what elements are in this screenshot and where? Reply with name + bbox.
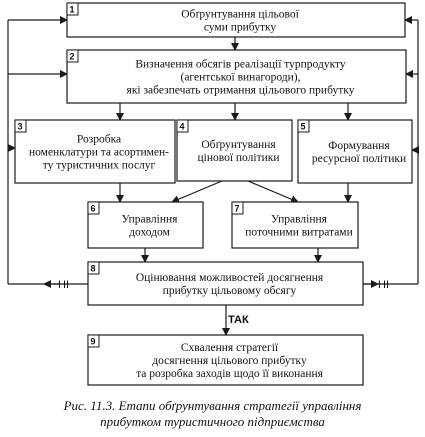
- step-number: 3: [18, 122, 23, 132]
- no-label-right: НІ: [378, 279, 389, 291]
- step-number-frame: [66, 2, 79, 16]
- step-text-line: цінової політики: [197, 152, 279, 164]
- figure-caption: Рис. 11.3. Етапи обґрунтування стратегії…: [0, 398, 425, 430]
- step-box-frame: [66, 2, 406, 38]
- step-text-line: Розробка: [77, 134, 121, 146]
- step-text-line: суми прибутку: [204, 22, 277, 34]
- step-number-frame: [87, 334, 100, 348]
- step-number: 9: [91, 337, 96, 347]
- step-text-line: Визначення обсягів реалізації турпродукт…: [135, 59, 346, 71]
- step-number: 4: [180, 122, 185, 132]
- caption-line-2: прибутком туристичного підприємства: [100, 414, 325, 429]
- step-number-frame: [87, 261, 100, 275]
- step-text-line: номенклатури та асортимен-: [29, 147, 169, 159]
- step-text-line: Обґрунтування цільової: [181, 9, 299, 21]
- step-number: 2: [70, 52, 75, 62]
- step-number-frame: [297, 119, 310, 133]
- step-box-frame: [87, 261, 364, 306]
- step-box-frame: [14, 119, 176, 184]
- step-text-line: ресурсної політики: [312, 153, 406, 165]
- step-box-frame: [66, 49, 407, 104]
- step-box-frame: [176, 119, 293, 182]
- step-text-line: Обґрунтування: [201, 139, 276, 151]
- step-text-line: та розробка заходів щодо її виконання: [136, 368, 324, 380]
- arrow-4-to-7: [247, 180, 299, 203]
- caption-line-1: Рис. 11.3. Етапи обґрунтування стратегії…: [63, 398, 362, 413]
- step-text-line: Схвалення стратегії: [181, 342, 279, 354]
- step-number-frame: [66, 49, 79, 63]
- step-number: 1: [70, 5, 75, 15]
- no-label-left: НІ: [58, 279, 69, 291]
- step-text-line: Управління: [122, 214, 179, 226]
- step-text-line: доходом: [129, 227, 170, 239]
- step-number: 7: [235, 204, 240, 214]
- step-text-line: досягнення цільового прибутку: [152, 355, 307, 367]
- step-number-frame: [231, 201, 244, 215]
- step-text-line: які забезпечать отримання цільового приб…: [127, 85, 355, 97]
- step-text-line: ту туристичних послуг: [43, 160, 156, 172]
- step-number: 6: [91, 204, 96, 214]
- step-text-line: Оцінювання можливостей досягнення: [136, 272, 324, 284]
- step-box-frame: [87, 334, 364, 386]
- step-text-line: поточними витратами: [245, 227, 353, 239]
- step-text-line: прибутку цільовому обсягу: [163, 285, 297, 297]
- step-box-frame: [231, 201, 359, 249]
- step-box-frame: [297, 119, 413, 184]
- step-box-frame: [87, 201, 204, 249]
- step-number: 8: [91, 264, 96, 274]
- step-number-frame: [14, 119, 27, 133]
- arrow-4-to-6: [171, 180, 223, 203]
- step-text-line: Формування: [328, 140, 390, 152]
- step-number-frame: [87, 201, 100, 215]
- step-text-line: Управління: [271, 214, 328, 226]
- step-number: 5: [301, 122, 306, 132]
- step-number-frame: [176, 119, 189, 133]
- step-text-line: (агентської винагороди),: [181, 72, 301, 84]
- yes-label: ТАК: [228, 314, 249, 326]
